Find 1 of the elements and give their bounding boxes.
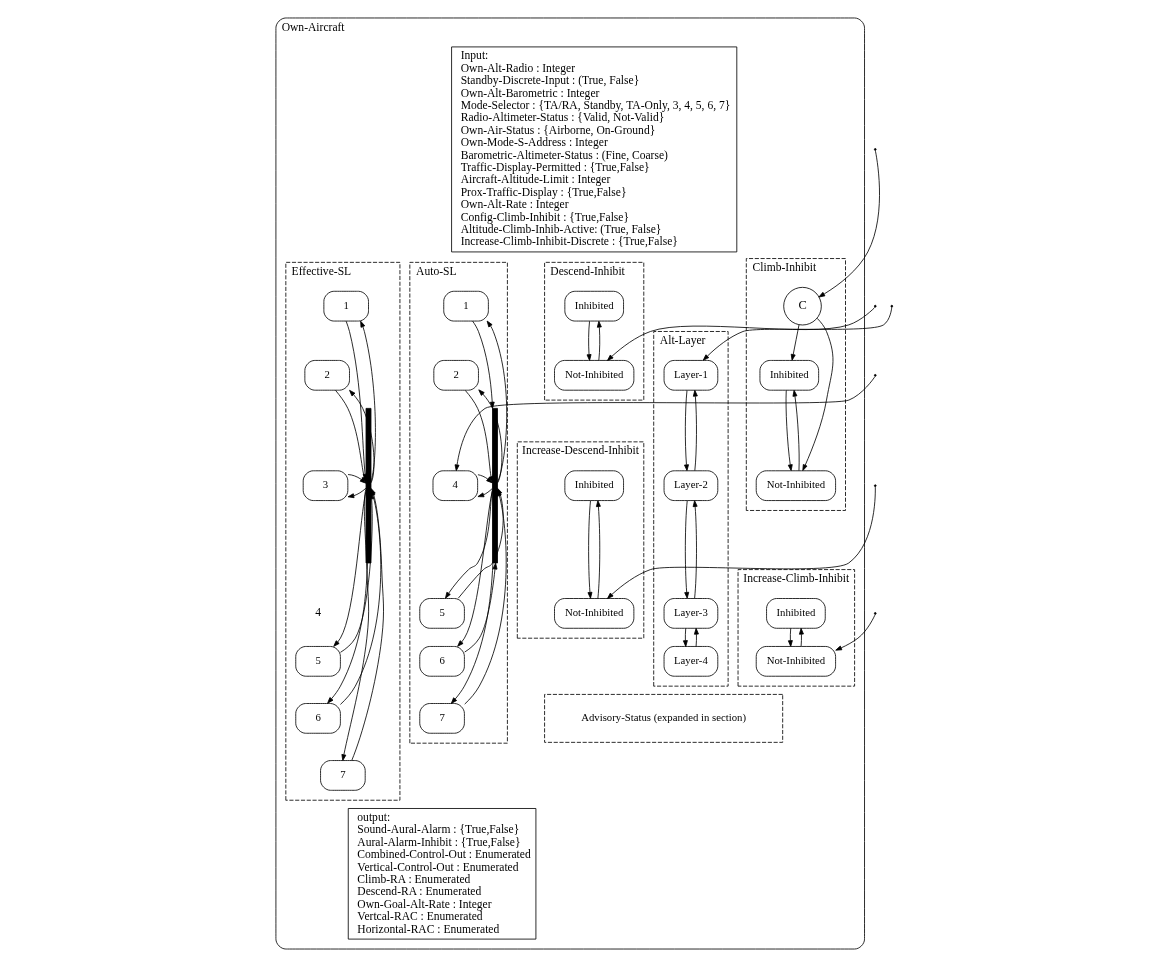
label: 4	[314, 606, 321, 620]
